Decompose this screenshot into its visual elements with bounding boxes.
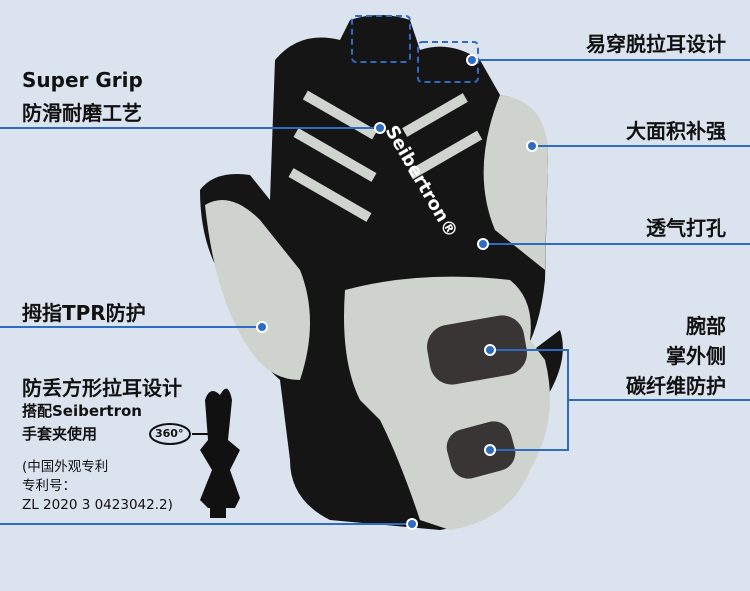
clip-text-1: 搭配Seibertron <box>22 402 142 420</box>
wrist-label-1: 腕部 <box>686 314 726 338</box>
pull-tab-highlight-1 <box>351 15 411 63</box>
grip-title-en: Super Grip <box>22 68 143 92</box>
thumb-perforated-panel <box>205 200 310 380</box>
clip-text-2: 手套夹使用 <box>22 425 98 443</box>
glove-clip-icon <box>200 388 240 518</box>
rotate-icon <box>149 423 191 445</box>
pull-tab-highlight-2 <box>417 41 479 83</box>
patent-text-1: (中国外观专利 <box>22 459 109 475</box>
anti-loss-label: 防丢方形拉耳设计 <box>22 376 182 400</box>
reinforce-panel <box>483 95 548 270</box>
pull-tab-label: 易穿脱拉耳设计 <box>586 32 726 56</box>
carbon-guard-lower <box>446 421 516 479</box>
callout-dots <box>256 54 538 530</box>
patent-text-2: 专利号： <box>22 478 76 494</box>
reinforce-label: 大面积补强 <box>626 119 726 143</box>
callout-lines <box>0 59 750 525</box>
grip-title-cn: 防滑耐磨工艺 <box>22 101 142 125</box>
wrist-label-2: 掌外侧 <box>666 344 726 368</box>
carbon-guard-upper <box>427 315 527 385</box>
wrist-label-3: 碳纤维防护 <box>626 374 726 398</box>
perforation-label: 透气打孔 <box>646 216 726 240</box>
thumb-label: 拇指TPR防护 <box>22 301 146 325</box>
patent-text-3: ZL 2020 3 0423042.2) <box>22 497 173 513</box>
rotate-text: 360° <box>155 427 184 440</box>
